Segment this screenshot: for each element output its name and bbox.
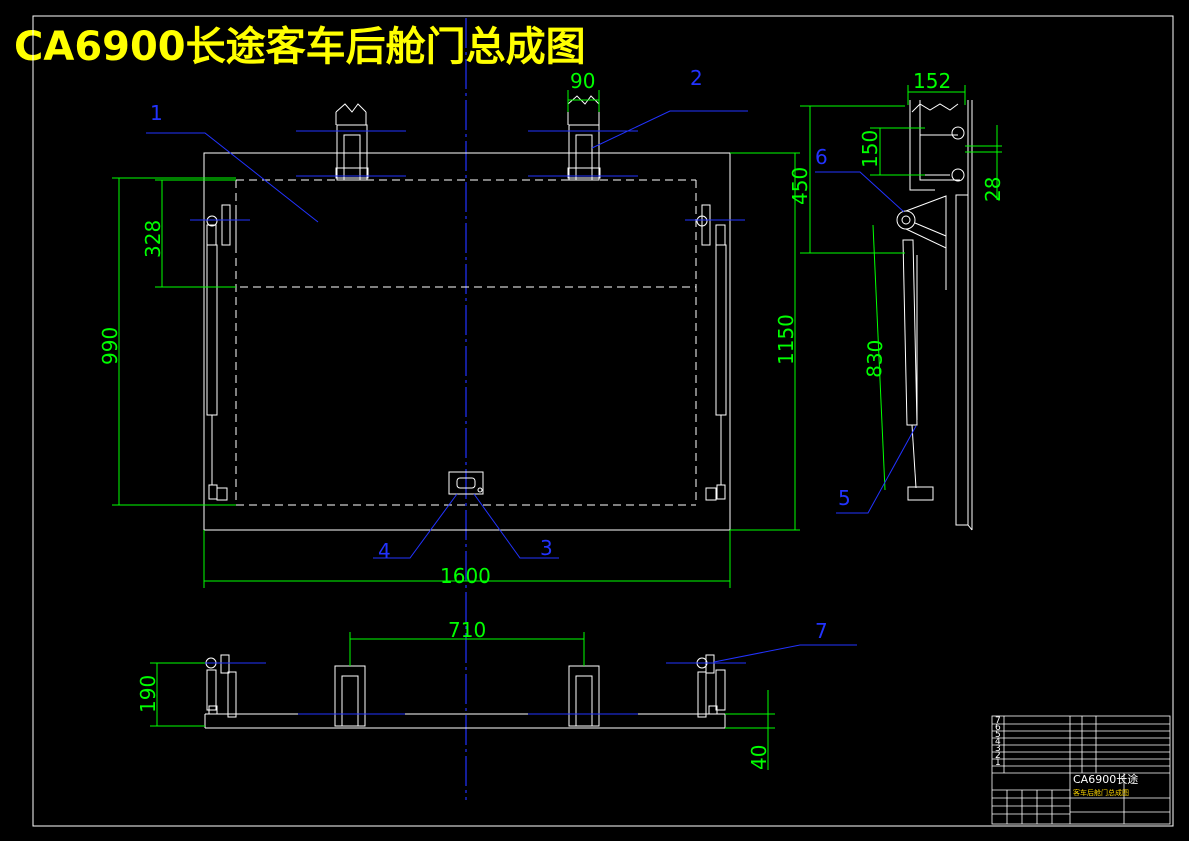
balloon-3: 3 bbox=[540, 536, 553, 560]
balloon-7: 7 bbox=[815, 619, 828, 643]
hinge-left bbox=[335, 103, 369, 181]
front-centerlines bbox=[190, 130, 745, 221]
dim-28: 28 bbox=[981, 177, 1005, 202]
dim-1600: 1600 bbox=[440, 564, 491, 588]
gas-strut-left bbox=[206, 204, 237, 501]
tb-subtitle: 客车后舱门总成图 bbox=[1073, 788, 1129, 797]
tb-row-4: 4 bbox=[995, 737, 1001, 747]
balloon-2: 2 bbox=[690, 66, 703, 90]
hinge-right bbox=[567, 95, 601, 181]
balloon-6: 6 bbox=[815, 145, 828, 169]
dim-1150: 1150 bbox=[774, 314, 798, 365]
dim-990: 990 bbox=[98, 327, 122, 365]
door-outline bbox=[203, 152, 731, 531]
dim-152: 152 bbox=[913, 69, 951, 93]
lock-handle bbox=[448, 471, 484, 495]
dimension-lines bbox=[112, 85, 1002, 770]
bottom-view bbox=[204, 654, 726, 729]
side-door-panel bbox=[955, 194, 969, 526]
side-view bbox=[896, 100, 973, 531]
dim-90: 90 bbox=[570, 69, 595, 93]
balloon-5: 5 bbox=[838, 486, 851, 510]
bottom-centerlines bbox=[186, 662, 746, 715]
leader-lines bbox=[146, 110, 917, 663]
tb-row-7: 7 bbox=[995, 716, 1001, 726]
tb-row-1: 1 bbox=[995, 758, 1001, 768]
tb-row-5: 5 bbox=[995, 730, 1001, 740]
dim-150: 150 bbox=[858, 130, 882, 168]
dim-450: 450 bbox=[788, 167, 812, 205]
gas-strut-right bbox=[696, 204, 727, 501]
balloon-4: 4 bbox=[378, 539, 391, 563]
drawing-title: CA6900长途客车后舱门总成图 bbox=[14, 24, 586, 70]
front-view bbox=[162, 95, 731, 531]
side-pivot bbox=[896, 210, 916, 230]
dim-710: 710 bbox=[448, 618, 486, 642]
dim-40: 40 bbox=[747, 745, 771, 770]
tb-row-2: 2 bbox=[995, 751, 1001, 761]
dim-328: 328 bbox=[141, 220, 165, 258]
balloon-1: 1 bbox=[150, 101, 163, 125]
tb-drawing-name: CA6900长途 bbox=[1073, 772, 1138, 786]
sheet-border bbox=[32, 15, 1174, 827]
tb-row-6: 6 bbox=[995, 723, 1001, 733]
dim-830: 830 bbox=[862, 339, 887, 378]
title-block bbox=[991, 715, 1171, 825]
dim-190: 190 bbox=[136, 675, 160, 713]
tb-row-3: 3 bbox=[995, 744, 1001, 754]
